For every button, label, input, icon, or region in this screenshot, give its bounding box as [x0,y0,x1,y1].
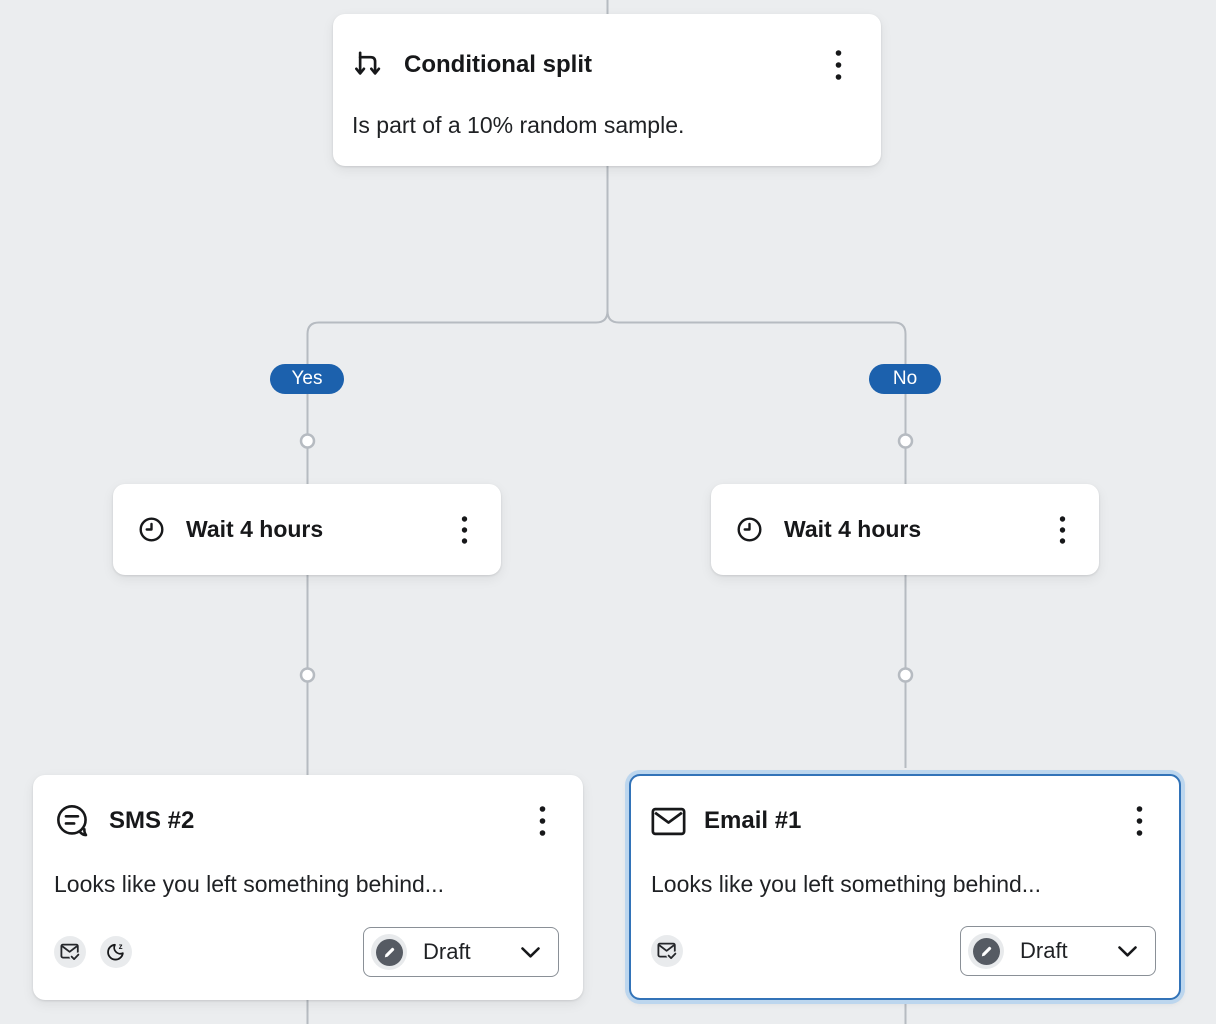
node-footer: Draft [651,926,1156,976]
node-header: Email #1 [651,802,1156,840]
email-check-icon [651,935,683,967]
svg-text:z: z [119,942,123,951]
node-title: Wait 4 hours [784,516,922,542]
wait-node-yes[interactable]: Wait 4 hours [113,484,501,575]
node-title: Wait 4 hours [186,516,324,542]
email-check-icon [54,936,86,968]
wait-node-no[interactable]: Wait 4 hours [711,484,1099,575]
node-title: Email #1 [704,807,802,834]
connector-branch-no [606,310,907,484]
chevron-down-icon [1118,945,1137,957]
branch-label-yes: Yes [270,364,344,394]
pencil-icon [375,938,403,966]
status-label: Draft [1020,938,1068,963]
kebab-menu-icon[interactable] [821,46,855,84]
connector-dot[interactable] [897,433,914,449]
connector-dot[interactable] [299,667,316,683]
connector-branch-yes [306,310,609,484]
status-dropdown[interactable]: Draft [960,926,1156,976]
pencil-icon [972,937,1000,965]
status-chip-row: z [54,936,132,968]
chevron-down-icon [521,946,540,958]
message-preview: Looks like you left something behind... [651,871,1041,897]
node-title: Conditional split [404,51,592,78]
node-header: SMS #2 [54,802,559,840]
branch-label-no: No [869,364,941,394]
sms-node[interactable]: SMS #2 Looks like you left something beh… [33,775,583,1000]
clock-icon [138,516,165,543]
status-badge [968,933,1004,969]
kebab-menu-icon[interactable] [525,802,559,840]
conditional-split-node[interactable]: Conditional split Is part of a 10% rando… [333,14,881,166]
kebab-menu-icon[interactable] [1045,511,1079,549]
kebab-menu-icon[interactable] [447,511,481,549]
email-node[interactable]: Email #1 Looks like you left something b… [629,774,1181,1000]
node-header: Conditional split [352,46,855,84]
status-badge [371,934,407,970]
node-title: SMS #2 [109,807,195,834]
clock-icon [736,516,763,543]
envelope-icon [651,807,686,836]
split-condition-text: Is part of a 10% random sample. [352,112,685,138]
kebab-menu-icon[interactable] [1122,802,1156,840]
connector-dot[interactable] [299,433,316,449]
status-chip-row [651,935,683,967]
quiet-hours-moon-icon: z [100,936,132,968]
split-arrows-icon [352,50,386,81]
chat-bubble-icon [54,803,91,840]
status-label: Draft [423,939,471,964]
connector-dot[interactable] [897,667,914,683]
message-preview: Looks like you left something behind... [54,871,444,897]
node-footer: z Draft [54,927,559,977]
status-dropdown[interactable]: Draft [363,927,559,977]
